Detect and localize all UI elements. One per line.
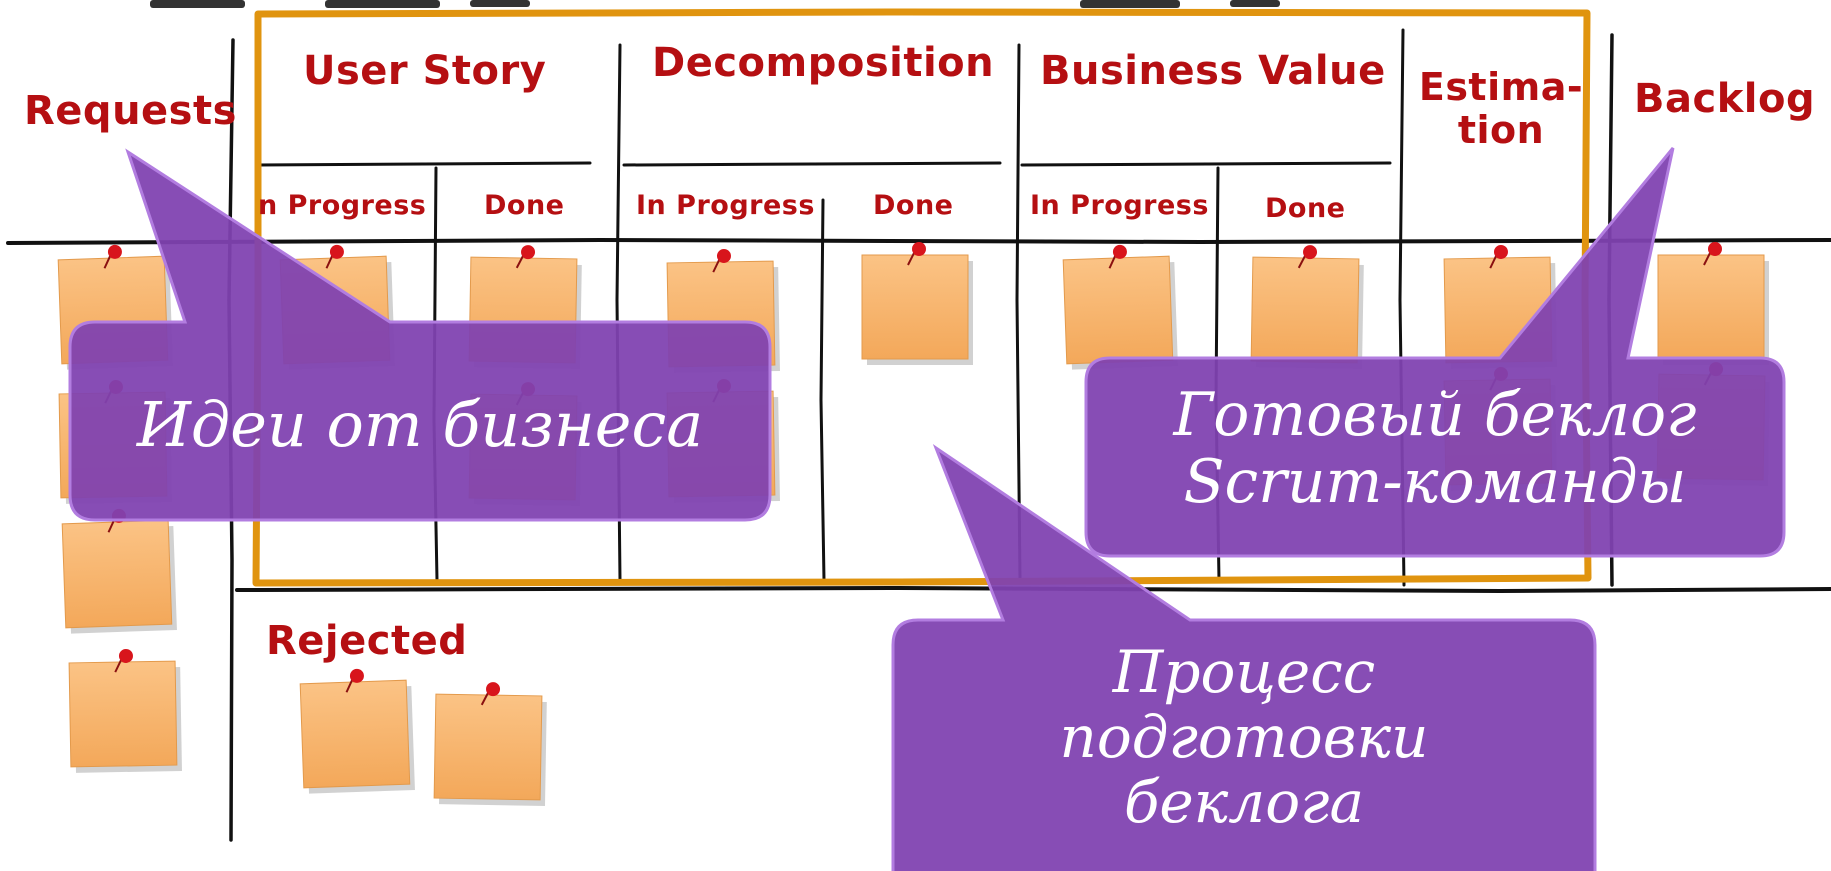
callout-text-preparation-process: Процесс подготовки беклога (893, 640, 1595, 835)
preparation-line-2: подготовки (1059, 702, 1429, 771)
pushpin-icon (329, 244, 344, 259)
ready-backlog-line-2: Scrum-команды (1183, 447, 1687, 518)
pushpin-icon (118, 648, 133, 663)
pushpin-icon (1303, 245, 1318, 260)
pushpin-icon (486, 682, 501, 697)
sticky-note (68, 648, 182, 773)
pushpin-icon (1708, 242, 1722, 256)
callout-text-business-ideas: Идеи от бизнеса (136, 388, 704, 461)
preparation-line-1: Процесс (1112, 638, 1376, 706)
column-title-estimation: Estima- tion (1416, 66, 1586, 151)
sticky-note (1062, 244, 1178, 370)
pushpin-icon (912, 242, 926, 256)
column-title-backlog: Backlog (1634, 76, 1816, 122)
callout-preparation-process (891, 444, 1597, 871)
sticky-note (299, 668, 415, 794)
sticky-note (433, 682, 547, 807)
subcolumn-business-value-done: Done (1265, 193, 1346, 224)
subcolumn-decomposition-in-progress: In Progress (636, 190, 815, 221)
sticky-note (861, 242, 973, 365)
preparation-line-3: беклога (1123, 767, 1365, 836)
estimation-line-1: Estima- (1418, 65, 1584, 109)
ready-backlog-line-1: Готовый беклог (1173, 380, 1697, 450)
pushpin-icon (1112, 244, 1127, 259)
pushpin-icon (716, 248, 731, 263)
sticky-note (61, 508, 177, 634)
subcolumn-user-story-in-progress: n Progress (258, 190, 427, 221)
subcolumn-business-value-in-progress: In Progress (1030, 190, 1209, 221)
callout-text-ready-backlog: Готовый беклог Scrum-команды (1086, 380, 1784, 518)
sticky-note (1657, 242, 1769, 365)
pushpin-icon (521, 245, 536, 260)
estimation-line-2: tion (1457, 107, 1545, 152)
column-title-decomposition: Decomposition (652, 40, 995, 86)
subcolumn-user-story-done: Done (484, 190, 565, 221)
sticky-note (1250, 245, 1364, 370)
pushpin-icon (107, 244, 122, 259)
callout-ready-backlog (1084, 147, 1786, 558)
column-title-user-story: User Story (303, 48, 547, 94)
subcolumn-decomposition-done: Done (873, 190, 954, 221)
pushpin-icon (1493, 244, 1508, 259)
pushpin-icon (349, 668, 364, 683)
column-title-rejected: Rejected (266, 618, 468, 664)
column-title-business-value: Business Value (1040, 48, 1386, 94)
cropped-header-strokes (150, 0, 1280, 8)
column-title-requests: Requests (24, 88, 237, 134)
callout-business-ideas (68, 148, 772, 522)
